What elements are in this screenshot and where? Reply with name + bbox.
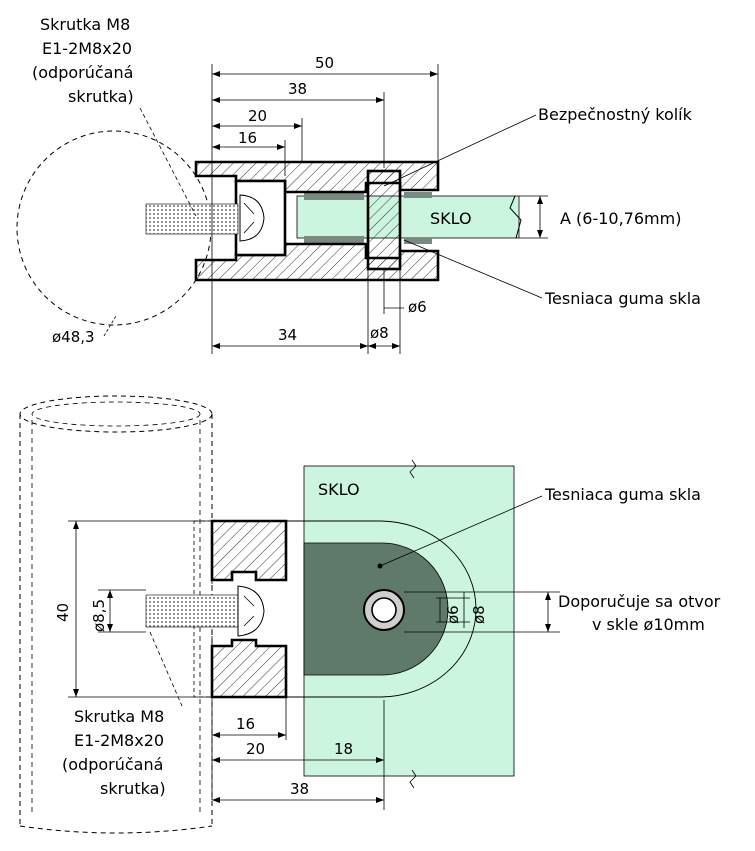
bottom-clamp-body-lower bbox=[210, 638, 288, 699]
dim-ø8-bottom: ø8 bbox=[470, 605, 488, 624]
screw-label-line4: skrutka) bbox=[68, 87, 134, 106]
bottom-front-view: 40 ø8,5 ø6 ø8 16 20 18 38 SKLO Tesniaca … bbox=[19, 395, 721, 834]
dim-20: 20 bbox=[248, 107, 267, 125]
dim-ø8-5: ø8,5 bbox=[90, 599, 108, 632]
bottom-screw-label-line1: Skrutka M8 bbox=[74, 707, 164, 726]
dim-ø8: ø8 bbox=[370, 324, 389, 342]
bottom-glass-label: SKLO bbox=[318, 480, 360, 499]
dim-16: 16 bbox=[238, 129, 257, 147]
pin-label: Bezpečnostný kolík bbox=[538, 105, 693, 124]
screw-head bbox=[239, 194, 265, 242]
dim-38-bottom: 38 bbox=[290, 780, 309, 798]
clamp-upper-jaw bbox=[194, 160, 440, 194]
bottom-screw-label-line4: skrutka) bbox=[100, 779, 166, 798]
bottom-gasket-label: Tesniaca guma skla bbox=[544, 485, 701, 504]
dim-20-bottom: 20 bbox=[246, 740, 265, 758]
glass-thickness-label: A (6-10,76mm) bbox=[560, 209, 681, 228]
top-section-view: 50 38 20 16 34 ø8 ø6 Skrutka M8 E1-2M8x2… bbox=[16, 15, 701, 354]
bottom-clamp-body bbox=[210, 519, 288, 582]
bottom-screw-label-line3: (odporúčaná bbox=[62, 755, 163, 774]
dim-34: 34 bbox=[278, 326, 297, 344]
pin-hole bbox=[371, 597, 397, 623]
tube-top-ellipse bbox=[19, 395, 213, 433]
screw-label-line1: Skrutka M8 bbox=[40, 15, 130, 34]
glass-break-mark bbox=[509, 195, 522, 239]
screw-label-line3: (odporúčaná bbox=[32, 63, 133, 82]
gasket-band-bottom-2 bbox=[404, 238, 432, 244]
dim-50: 50 bbox=[315, 54, 334, 72]
dim-40: 40 bbox=[54, 603, 72, 622]
gasket-band-bottom bbox=[304, 236, 364, 244]
screw-label-line2: E1-2M8x20 bbox=[42, 39, 132, 58]
top-gasket-label: Tesniaca guma skla bbox=[544, 289, 701, 308]
bottom-screw-head bbox=[237, 585, 265, 637]
clamp-outline-arc bbox=[286, 520, 477, 698]
tube-diameter-label: ø48,3 bbox=[52, 328, 95, 346]
hole-label-line2: v skle ø10mm bbox=[592, 615, 705, 634]
bottom-screw-shaft bbox=[145, 594, 239, 628]
safety-pin bbox=[366, 169, 402, 271]
dim-18-bottom: 18 bbox=[334, 740, 353, 758]
gasket-band-top-2 bbox=[404, 192, 432, 198]
clamp-lower-jaw bbox=[194, 242, 440, 282]
hole-label-line1: Doporučuje sa otvor bbox=[558, 592, 721, 611]
dim-38: 38 bbox=[288, 80, 307, 98]
screw-shaft bbox=[145, 203, 239, 235]
top-glass-label: SKLO bbox=[430, 209, 472, 228]
glass-strip bbox=[296, 195, 520, 239]
dim-16-bottom: 16 bbox=[236, 715, 255, 733]
dim-ø6-bottom: ø6 bbox=[444, 605, 462, 624]
bottom-screw-label-line2: E1-2M8x20 bbox=[74, 731, 164, 750]
gasket-band-top bbox=[304, 192, 364, 200]
tube-inner-ellipse bbox=[31, 401, 201, 427]
dim-ø6: ø6 bbox=[408, 298, 427, 316]
